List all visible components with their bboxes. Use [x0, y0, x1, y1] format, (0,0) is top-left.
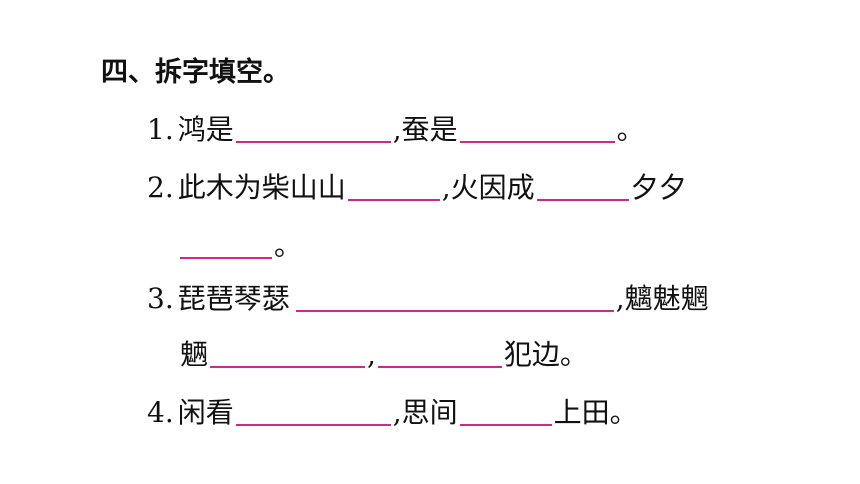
- answer-blank[interactable]: [235, 141, 391, 143]
- question-text: 上田。: [553, 396, 638, 429]
- question-2: 2. 此木为柴山山 ,火因成 夕夕: [147, 171, 687, 205]
- heading-text: 四、拆字填空。: [101, 57, 290, 88]
- question-text: 闲看: [177, 396, 234, 429]
- answer-blank[interactable]: [347, 199, 440, 201]
- question-number: 1.: [147, 113, 174, 146]
- answer-blank[interactable]: [459, 424, 552, 426]
- question-text: 犯边。: [503, 338, 588, 371]
- answer-blank[interactable]: [295, 310, 614, 312]
- question-text: 琵琶琴瑟: [177, 282, 290, 315]
- question-4: 4. 闲看 ,思间 上田。: [147, 396, 638, 430]
- question-1: 1. 鸿是 ,蚕是 。: [147, 113, 645, 147]
- question-text: ,蚕是: [392, 113, 458, 146]
- question-text: ,: [367, 338, 376, 371]
- question-text: ,思间: [392, 396, 458, 429]
- question-number: 4.: [147, 396, 174, 429]
- question-text: 魉: [180, 338, 209, 371]
- question-text: 夕夕: [630, 171, 687, 204]
- section-heading: 四、拆字填空。: [101, 56, 290, 90]
- question-2-continued: 。: [180, 229, 302, 263]
- answer-blank[interactable]: [377, 366, 502, 368]
- question-text: ,魑魅魍: [615, 282, 709, 315]
- answer-blank[interactable]: [459, 141, 615, 143]
- question-3-continued: 魉 , 犯边。: [180, 338, 588, 372]
- question-text: 鸿是: [177, 113, 234, 146]
- question-text: 。: [274, 229, 303, 262]
- question-text: 。: [616, 113, 645, 146]
- question-number: 2.: [147, 171, 174, 204]
- question-3: 3. 琵琶琴瑟 ,魑魅魍: [147, 282, 709, 316]
- answer-blank[interactable]: [210, 366, 366, 368]
- answer-blank[interactable]: [235, 424, 391, 426]
- answer-blank[interactable]: [536, 199, 629, 201]
- question-text: ,火因成: [441, 171, 535, 204]
- question-text: 此木为柴山山: [177, 171, 346, 204]
- question-number: 3.: [147, 282, 174, 315]
- answer-blank[interactable]: [180, 257, 272, 259]
